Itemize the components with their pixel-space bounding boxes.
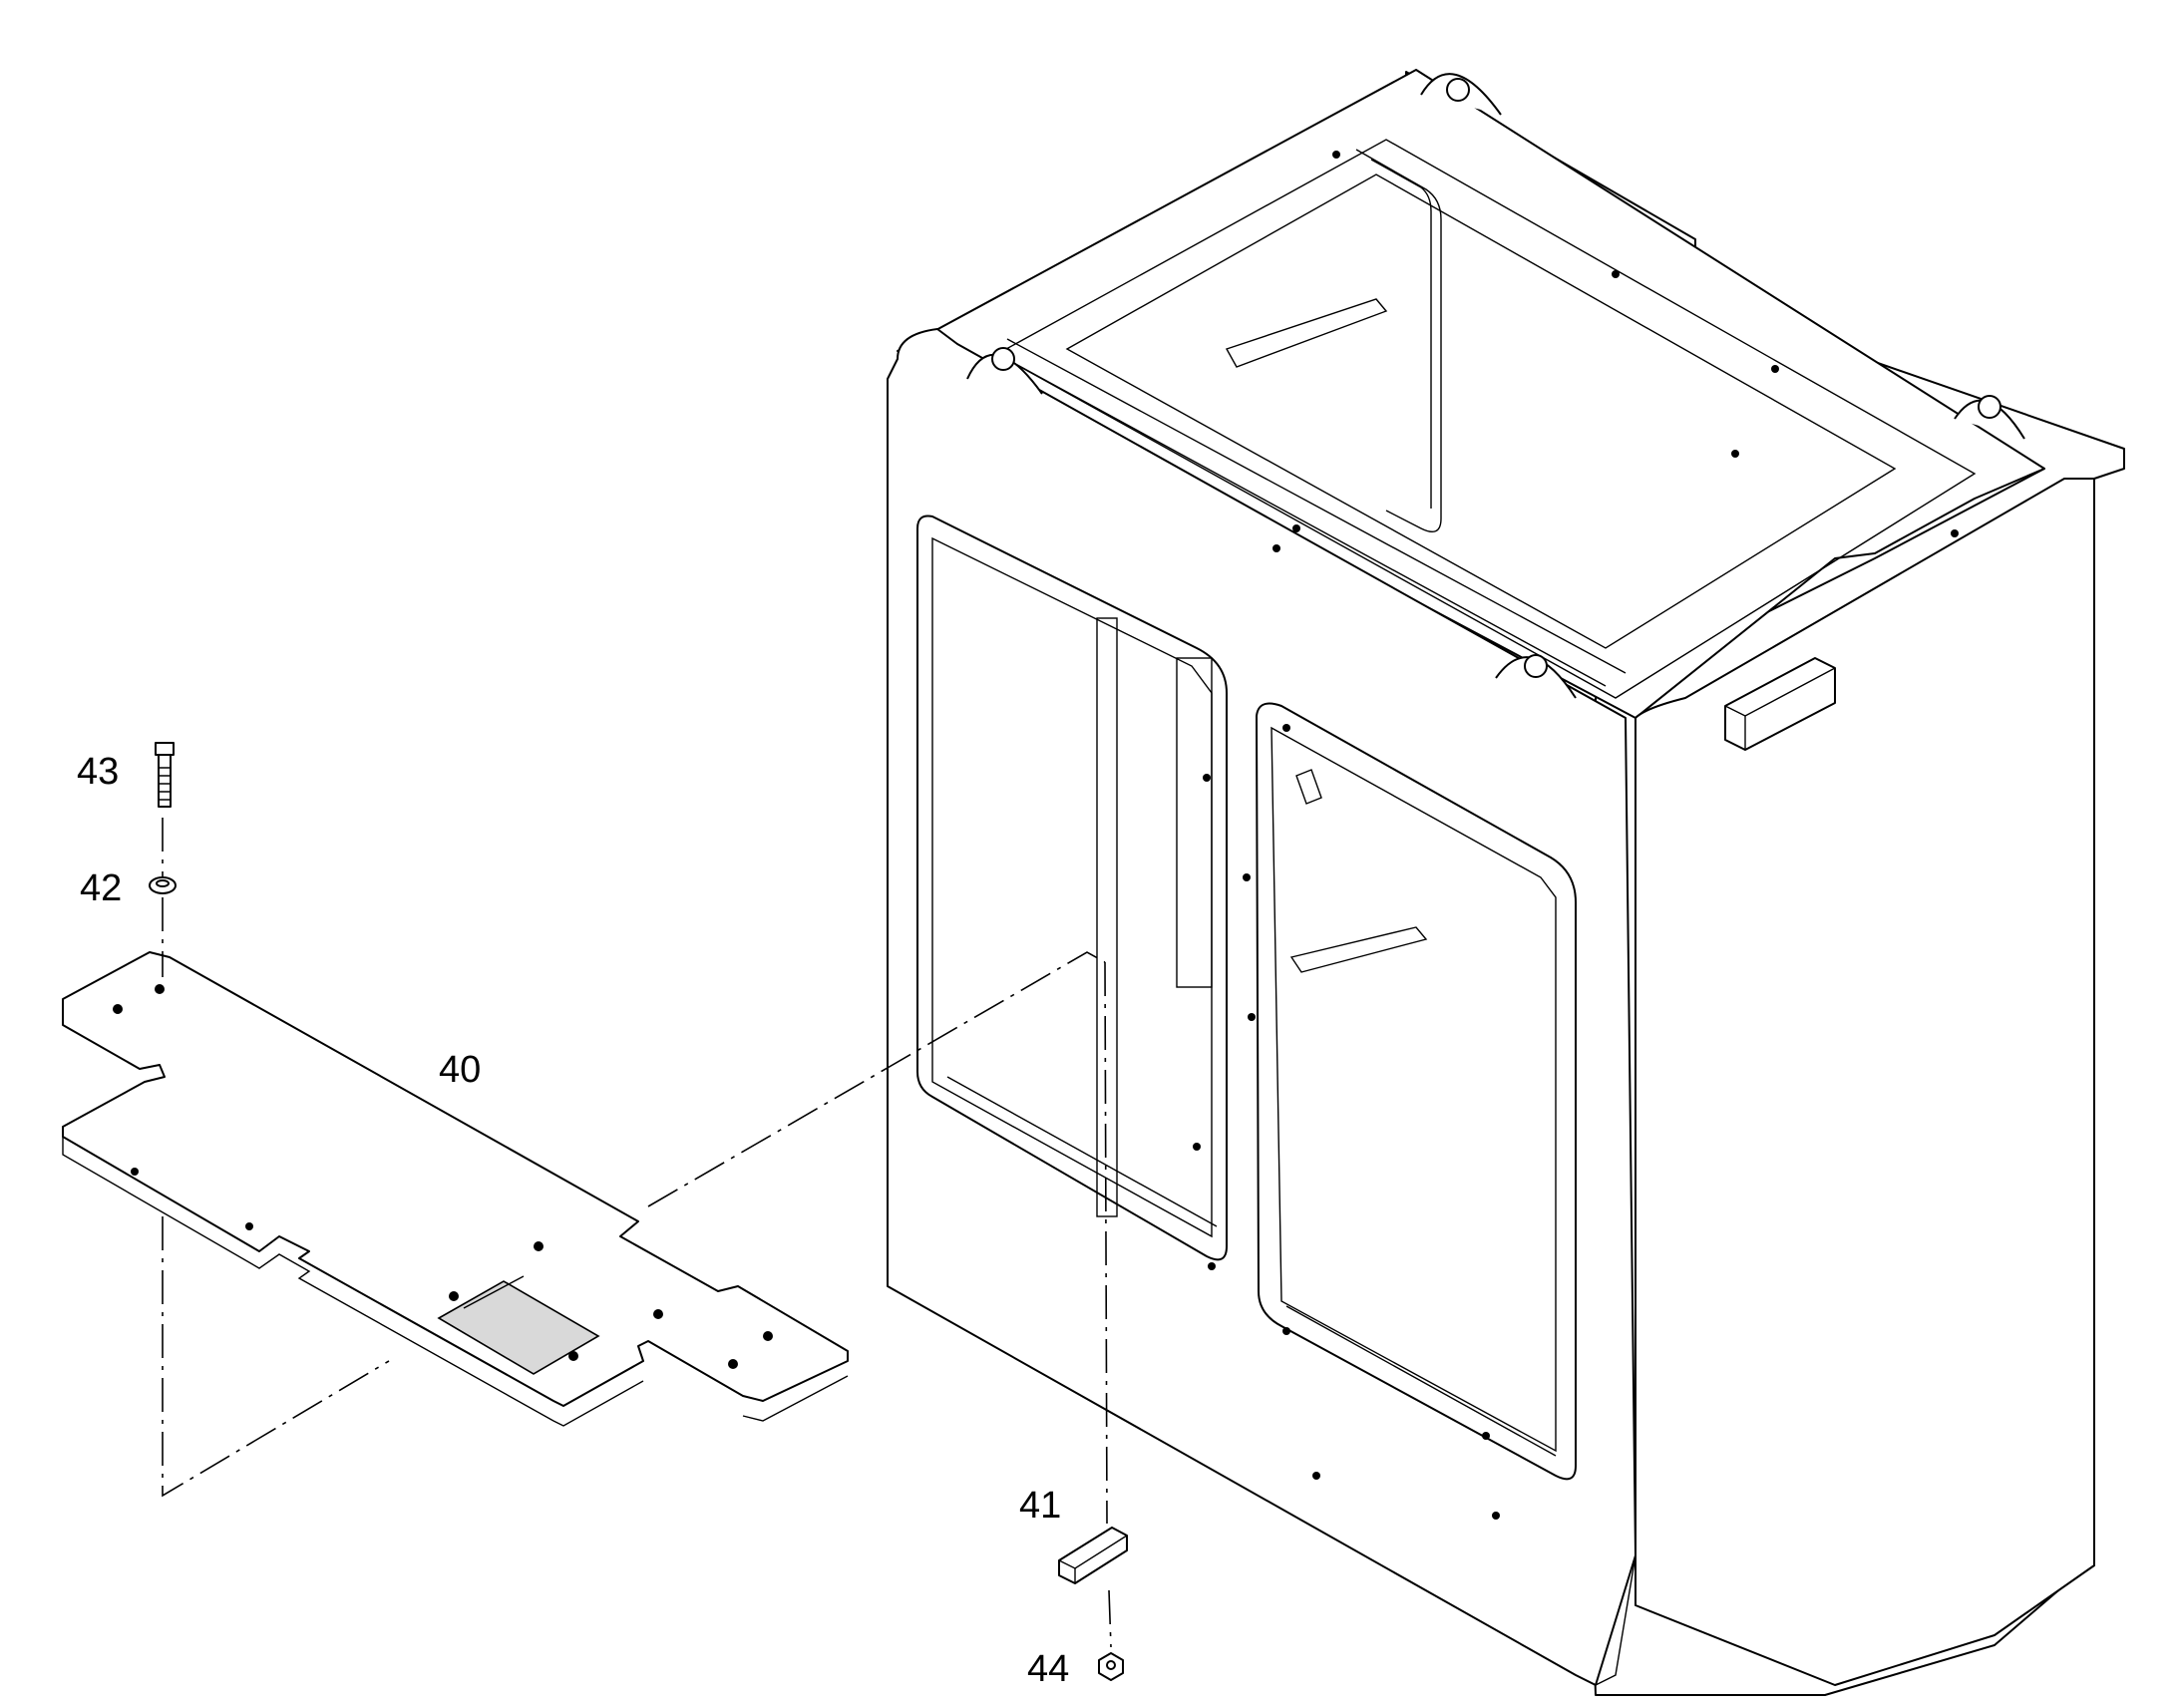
lifting-eye-front-left: [966, 347, 1043, 395]
leader-lines: [162, 818, 1112, 1648]
callout-41: 41: [1019, 1485, 1061, 1527]
cabin-frame: [887, 69, 2125, 1696]
floor-plate-part-40: [62, 951, 849, 1427]
lifting-eye-rear-left: [1420, 73, 1502, 116]
callout-44: 44: [1027, 1648, 1069, 1690]
callout-40: 40: [439, 1049, 481, 1091]
spacer-block-part-41: [1058, 1527, 1128, 1584]
lifting-eye-rear-right: [1954, 395, 2025, 440]
nut-part-44: [1098, 1652, 1124, 1681]
lifting-eye-front-right: [1495, 654, 1577, 699]
callout-43: 43: [77, 751, 119, 793]
bolt-part-43: [155, 742, 175, 808]
washer-part-42: [149, 876, 177, 894]
callout-42: 42: [80, 867, 122, 909]
callout-labels: 40 41 42 43 44: [77, 751, 1069, 1690]
